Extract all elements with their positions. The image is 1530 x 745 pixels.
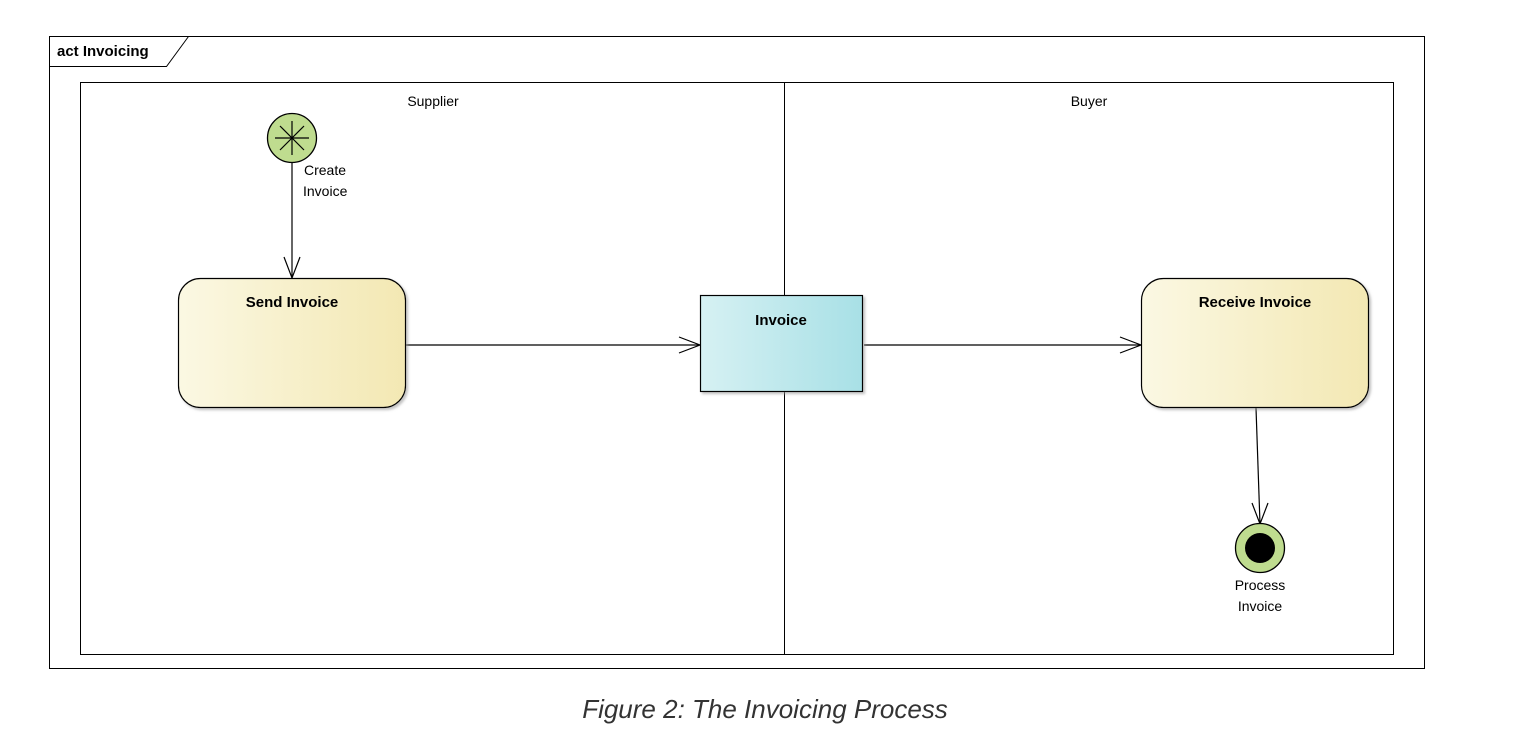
lane-label-buyer: Buyer xyxy=(1071,93,1108,109)
object-invoice-label: Invoice xyxy=(755,312,807,329)
edges xyxy=(283,163,1269,526)
asterisk-icon xyxy=(275,121,309,155)
partition-border xyxy=(80,82,1394,655)
frame-title-tab xyxy=(49,36,189,67)
lane-label-supplier: Supplier xyxy=(407,93,459,109)
figure-caption: Figure 2: The Invoicing Process xyxy=(582,694,948,724)
initial-node-label-line1: Create xyxy=(304,162,346,178)
action-receive-invoice: Receive Invoice xyxy=(1140,277,1370,409)
final-node-label-line2: Invoice xyxy=(1238,598,1283,614)
partition: Supplier Buyer xyxy=(80,82,1394,655)
action-send-invoice-label: Send Invoice xyxy=(246,294,339,311)
initial-node-label-line2: Invoice xyxy=(303,183,348,199)
action-send-invoice: Send Invoice xyxy=(177,277,407,409)
initial-node: Create Invoice xyxy=(266,112,348,199)
final-dot-icon xyxy=(1245,533,1275,563)
object-invoice: Invoice xyxy=(699,294,864,393)
action-receive-invoice-label: Receive Invoice xyxy=(1199,294,1312,311)
edge-receive-to-final xyxy=(1255,407,1261,525)
frame-title: act Invoicing xyxy=(57,43,149,60)
final-node: Process Invoice xyxy=(1235,522,1286,614)
final-node-label-line1: Process xyxy=(1235,577,1286,593)
activity-diagram: act Invoicing Supplier Buyer Create Invo… xyxy=(49,36,1425,669)
